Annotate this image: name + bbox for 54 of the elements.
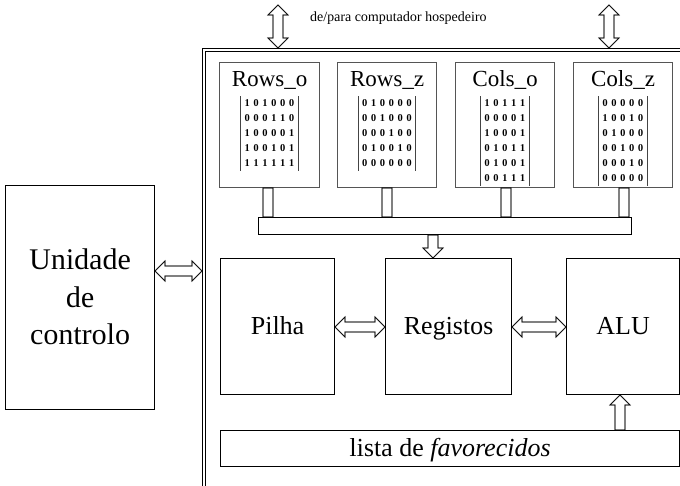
matrix-row-text: 0 1 0 1 1 bbox=[484, 142, 526, 156]
matrix-row-text: 0 0 1 0 0 0 bbox=[362, 112, 412, 126]
unit-box bbox=[5, 185, 155, 410]
matrix-row-text: 0 0 0 0 1 bbox=[484, 112, 526, 126]
matrix-row-text: 0 0 0 0 0 0 bbox=[362, 157, 412, 171]
register-name: Rows_z bbox=[350, 67, 424, 90]
double-arrow bbox=[334, 316, 386, 338]
matrix-row-text: 0 0 1 1 1 bbox=[484, 172, 526, 186]
matrix-row-text: 0 0 0 0 0 bbox=[602, 172, 644, 186]
register-name: Cols_z bbox=[591, 67, 655, 90]
register-panel bbox=[573, 62, 673, 188]
matrix-row-text: 0 0 1 0 0 bbox=[602, 142, 644, 156]
matrix-row-text: 0 1 0 0 1 0 bbox=[362, 142, 412, 156]
matrix-row-text: 1 0 0 0 1 bbox=[484, 127, 526, 141]
unit-box bbox=[220, 258, 335, 395]
register-panel bbox=[219, 62, 320, 188]
matrix-row-text: 0 0 0 0 0 bbox=[602, 97, 644, 111]
double-arrow bbox=[511, 316, 567, 338]
matrix-row-text: 0 0 0 1 0 0 bbox=[362, 127, 412, 141]
unit-box bbox=[566, 258, 680, 395]
matrix-row-text: 0 1 0 0 0 bbox=[602, 127, 644, 141]
register-name: Rows_o bbox=[232, 67, 308, 90]
matrix-row-text: 0 0 0 1 1 0 bbox=[244, 112, 295, 126]
unit-label: Registos bbox=[404, 310, 494, 342]
matrix-row-text: 1 0 0 1 0 bbox=[602, 112, 644, 126]
matrix-row-text: 0 1 0 0 1 bbox=[484, 157, 526, 171]
double-arrow bbox=[422, 234, 444, 259]
processor-frame bbox=[202, 48, 680, 486]
unit-label: ALU bbox=[596, 310, 650, 342]
register-name: Cols_o bbox=[472, 67, 538, 90]
matrix-row-text: 1 0 1 1 1 bbox=[484, 97, 526, 111]
matrix-row-text: 1 0 0 0 0 1 bbox=[244, 127, 295, 141]
matrix-row-text: 1 1 1 1 1 1 bbox=[244, 157, 295, 171]
bus-bar bbox=[258, 217, 632, 235]
unit-label: Unidade de controlo bbox=[28, 242, 132, 354]
unit-label: lista de favorecidos bbox=[349, 432, 551, 464]
bus-connector bbox=[500, 188, 512, 218]
unit-box bbox=[385, 258, 512, 395]
unit-box bbox=[220, 430, 680, 467]
double-arrow bbox=[598, 4, 620, 49]
double-arrow bbox=[608, 394, 632, 430]
matrix-row-text: 0 0 0 1 0 bbox=[602, 157, 644, 171]
matrix-row-text: 1 0 0 1 0 1 bbox=[244, 142, 295, 156]
register-panel bbox=[337, 62, 437, 188]
double-arrow bbox=[266, 4, 290, 49]
matrix-row-text: 1 0 1 0 0 0 bbox=[244, 97, 295, 111]
unit-label: Pilha bbox=[250, 310, 304, 342]
bus-connector bbox=[262, 188, 274, 218]
register-panel bbox=[455, 62, 555, 188]
matrix-row-text: 0 1 0 0 0 0 bbox=[362, 97, 412, 111]
bus-connector bbox=[382, 188, 392, 218]
double-arrow bbox=[154, 260, 203, 282]
host-label: de/para computador hospedeiro bbox=[310, 10, 486, 26]
bus-connector bbox=[618, 188, 630, 218]
